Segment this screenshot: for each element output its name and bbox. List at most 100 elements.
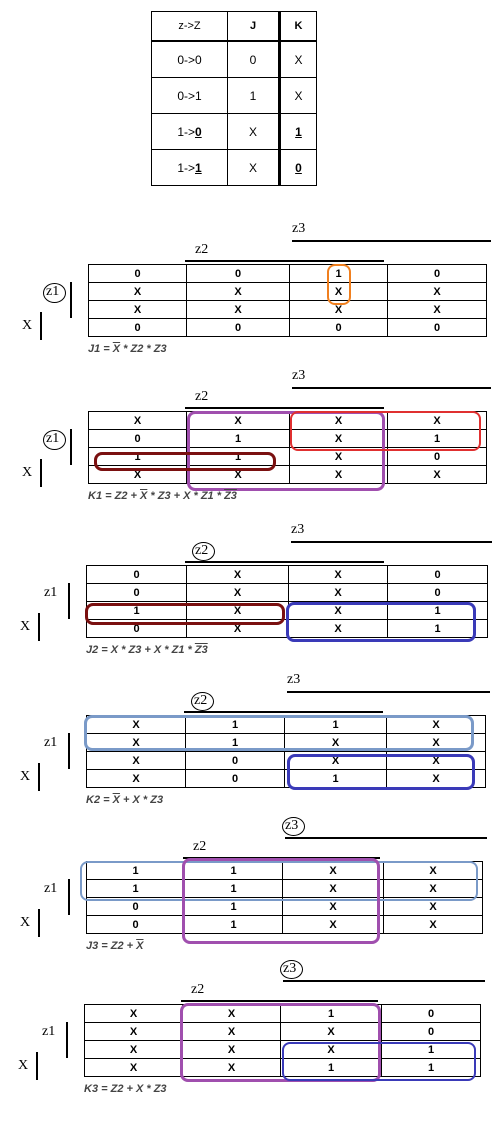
kmap-cell: X <box>86 769 186 788</box>
kmap-cell: X <box>288 583 388 602</box>
kmap-cell: 0 <box>387 318 487 337</box>
formula-overline: Z3 <box>224 490 237 502</box>
z1-label: z1 <box>44 585 58 600</box>
kmap-cell: X <box>383 879 483 898</box>
kmap-cell: X <box>386 769 486 788</box>
z2-bar <box>184 711 383 713</box>
kmap-cell: X <box>186 411 290 430</box>
z1-label: z1 <box>44 735 58 750</box>
formula-text: J2 = X * Z3 + X * Z1 * <box>86 644 195 656</box>
kmap-cell: X <box>186 619 289 638</box>
kmap-cell: X <box>280 1040 382 1059</box>
j-cell: X <box>227 113 281 150</box>
table-row: 1->0 X 1 <box>151 113 317 150</box>
formula-text: K3 = Z2 + X * Z3 <box>84 1083 167 1095</box>
kmap-cell: X <box>387 465 487 484</box>
z3-bar <box>291 541 492 543</box>
kmap-cell: X <box>282 879 384 898</box>
kmap-cell: 1 <box>86 861 185 880</box>
kmap-cell: X <box>186 300 290 319</box>
k-value: 0 <box>295 160 302 175</box>
kmap-cell: 1 <box>284 715 387 734</box>
kmap-cell: 0 <box>86 897 185 916</box>
kmap-cell: 0 <box>186 318 290 337</box>
kmap-cell: X <box>289 465 388 484</box>
z1-label: z1 <box>42 1024 56 1039</box>
kmap-cell: 1 <box>86 879 185 898</box>
formula-text: * Z3 + X * Z1 * <box>147 490 225 502</box>
z3-bar <box>292 387 491 389</box>
formula-overline: X <box>112 343 121 355</box>
x-bar <box>36 1052 38 1080</box>
kmap-cell: 1 <box>185 733 285 752</box>
kmap-cell: 0 <box>186 264 290 283</box>
kmap-cell: X <box>289 429 388 448</box>
formula: J1 = X * Z2 * Z3 <box>88 343 167 355</box>
z3-bar <box>292 240 491 242</box>
x-label: X <box>18 1058 29 1073</box>
kmap-cell: X <box>289 447 388 466</box>
z1-bar <box>68 733 70 769</box>
transition-cell: 1->0 <box>151 113 228 150</box>
z3-label: z3 <box>287 672 301 687</box>
kmap-cell: X <box>182 1004 281 1023</box>
x-label: X <box>22 465 33 480</box>
j-cell: 0 <box>227 40 281 78</box>
z3-circle <box>282 817 305 836</box>
transition-target: 0 <box>195 124 202 139</box>
kmap-cell: X <box>383 861 483 880</box>
kmap-cell: X <box>386 715 486 734</box>
formula-overline: X <box>112 794 120 806</box>
transition-cell: 1->1 <box>151 149 228 186</box>
table-row: 0->1 1 X <box>151 77 317 114</box>
kmap-cell: 1 <box>387 619 488 638</box>
kmap-cell: 0 <box>86 619 187 638</box>
kmap-cell: X <box>84 1022 183 1041</box>
z1-circle <box>43 430 66 450</box>
kmap-cell: X <box>86 715 186 734</box>
kmap-cell: X <box>288 565 388 584</box>
x-bar <box>38 909 40 937</box>
z3-circle <box>280 960 303 979</box>
z2-bar <box>185 561 384 563</box>
kmap-cell: X <box>88 411 187 430</box>
kmap-cell: X <box>282 861 384 880</box>
formula-overline: X <box>139 490 148 502</box>
x-label: X <box>22 318 33 333</box>
kmap-cell: 0 <box>387 447 487 466</box>
kmap-cell: 1 <box>88 447 187 466</box>
formula-text: * Z2 * Z3 <box>120 343 167 355</box>
z3-bar <box>287 691 490 693</box>
kmap-cell: X <box>186 601 289 620</box>
formula: K1 = Z2 + X * Z3 + X * Z1 * Z3 <box>88 490 237 502</box>
kmap-cell: X <box>289 300 388 319</box>
excitation-table-header: z->Z J K <box>151 11 317 42</box>
kmap-cell: 0 <box>381 1022 481 1041</box>
kmap-cell: 0 <box>86 565 187 584</box>
excitation-table: z->Z J K 0->0 0 X 0->1 1 X 1->0 X 1 1->1… <box>151 11 317 186</box>
kmap-cell: X <box>289 411 388 430</box>
kmap-cell: 1 <box>184 879 283 898</box>
formula: K3 = Z2 + X * Z3 <box>84 1083 167 1095</box>
kmap-cell: 0 <box>185 751 285 770</box>
kmap-cell: X <box>88 465 187 484</box>
kmap-cell: X <box>186 565 289 584</box>
formula-text: K2 = <box>86 794 113 806</box>
x-bar <box>38 763 40 791</box>
kmap-cell: X <box>86 751 186 770</box>
